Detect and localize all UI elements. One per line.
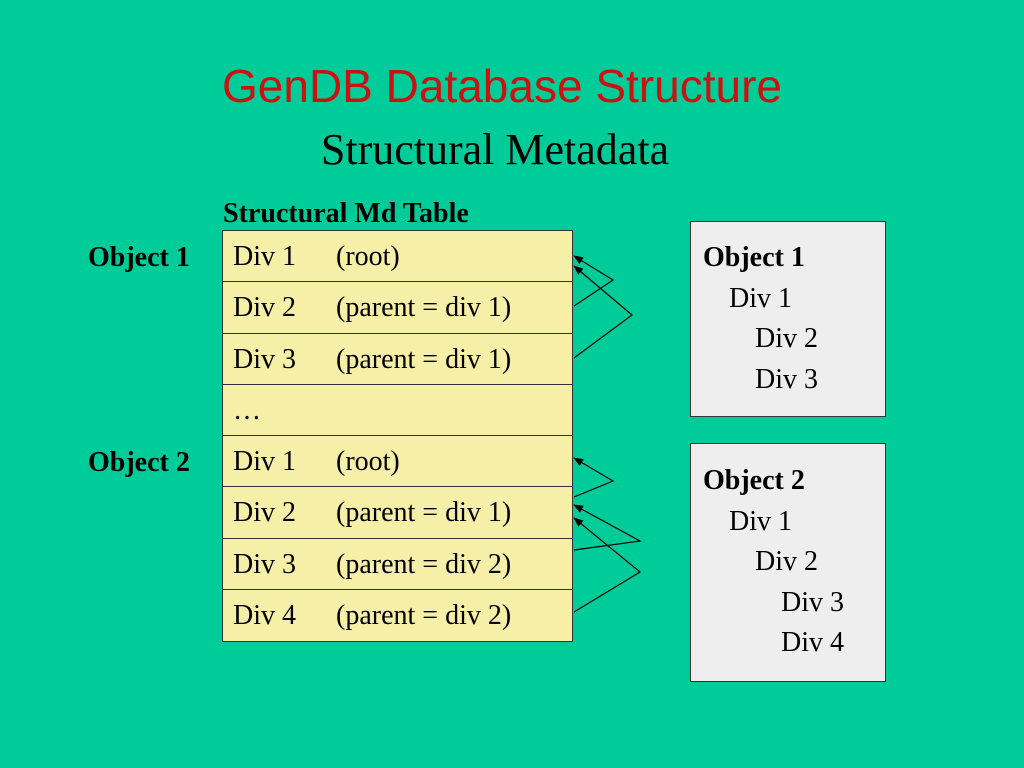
row-div: Div 1 [233,446,296,477]
row-div: Div 2 [233,292,296,324]
table-row: Div 1 (root) [223,231,572,283]
object-1-tree: Object 1 Div 1 Div 2 Div 3 [690,221,886,417]
object-2-label: Object 2 [88,447,190,478]
table-row: … [223,385,572,436]
tree-item: Div 4 [781,627,844,658]
tree-item: Div 1 [729,505,792,537]
table-row: Div 3 (parent = div 1) [223,334,572,385]
tree-heading: Object 2 [703,465,805,496]
slide-title: GenDB Database Structure [222,60,782,112]
table-row: Div 2 (parent = div 1) [223,282,572,334]
object-2-tree: Object 2 Div 1 Div 2 Div 3 Div 4 [690,443,886,682]
tree-item: Div 2 [755,546,818,577]
tree-item: Div 2 [755,323,818,354]
row-info: (parent = div 1) [336,497,512,529]
table-row: Div 3 (parent = div 2) [223,539,572,590]
arrow-obj1-div3-to-div1 [573,265,633,359]
table-caption: Structural Md Table [223,198,469,229]
arrow-obj2-div2-to-div1 [573,457,615,498]
row-div: Div 4 [233,599,296,631]
row-info: (parent = div 2) [336,599,512,631]
arrow-obj1-div2-to-div1 [573,255,615,307]
structural-md-table: Div 1 (root) Div 2 (parent = div 1) Div 3 (… [222,230,573,642]
table-row: Div 1 (root) [223,436,572,488]
tree-item: Div 3 [755,363,818,395]
row-div: Div 2 [233,497,296,529]
row-div: Div 3 [233,343,296,375]
row-info: (root) [336,241,400,272]
tree-item: Div 3 [781,586,844,618]
table-row: Div 4 (parent = div 2) [223,590,572,641]
tree-heading: Object 1 [703,242,805,273]
arrow-obj2-div3-to-div2 [573,504,642,551]
row-div: Div 1 [233,241,296,272]
row-info: (parent = div 1) [336,343,512,375]
slide-subtitle: Structural Metadata [320,125,670,174]
tree-item: Div 1 [729,282,792,314]
row-info: (parent = div 1) [336,292,512,324]
arrow-obj2-div4-to-div2 [573,517,642,613]
row-info: (root) [336,446,400,477]
row-info: (parent = div 2) [336,548,512,580]
row-div: Div 3 [233,548,296,580]
row-div: … [233,394,261,426]
table-row: Div 2 (parent = div 1) [223,487,572,539]
object-1-label: Object 1 [88,242,190,273]
